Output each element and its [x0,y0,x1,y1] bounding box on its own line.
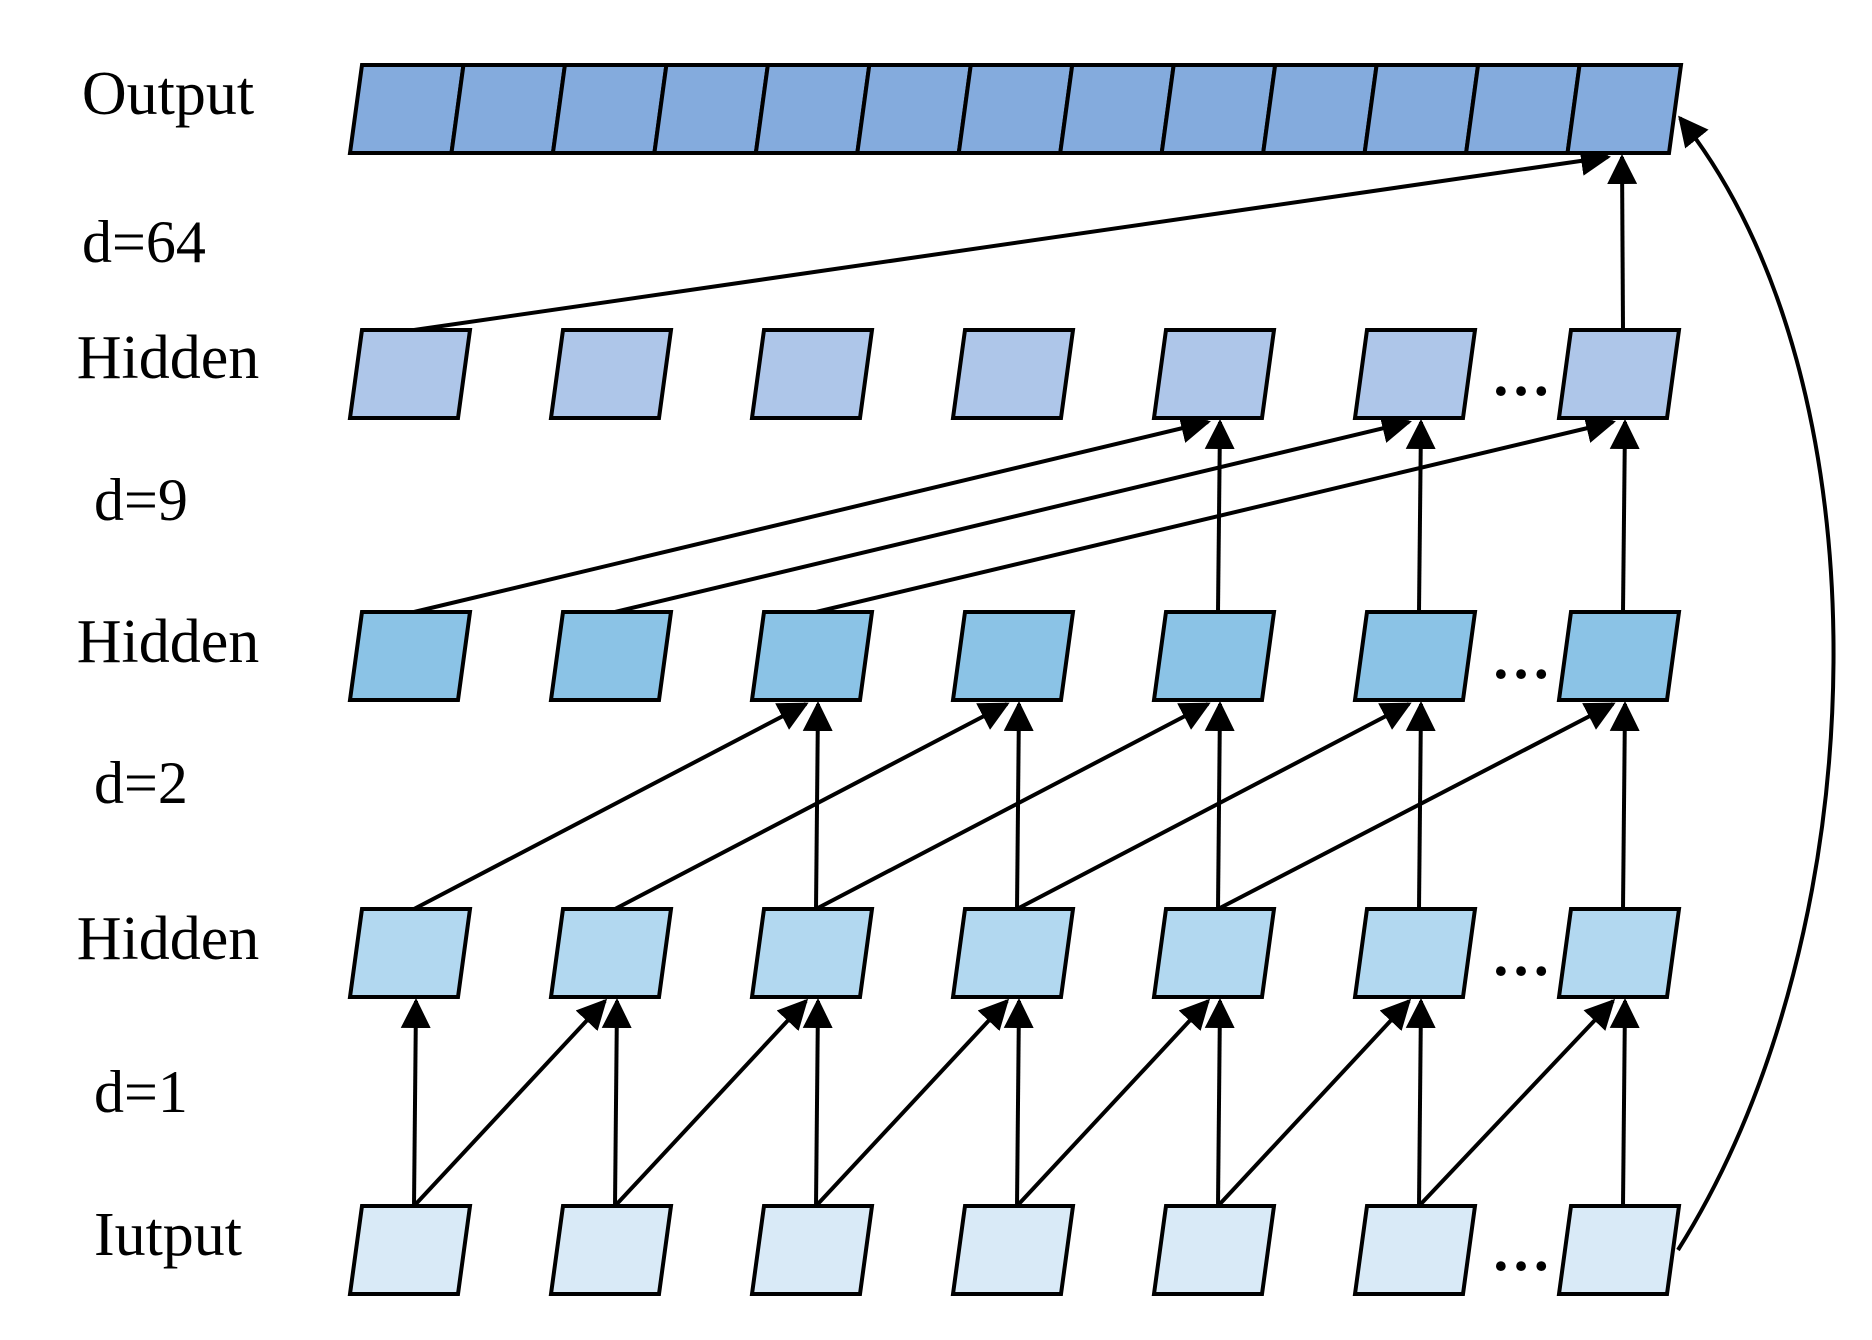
output-cell [1057,63,1176,155]
input-cell [1151,1204,1277,1296]
input-cell [749,1204,875,1296]
row-label-hidden-3: Hidden [77,324,260,392]
dilation-labels: d=64 d=9 d=2 d=1 [82,209,206,1125]
hidden3-cell [548,328,674,420]
arrow-d1-vertical [1003,998,1034,1207]
input-cell [1556,1204,1682,1296]
ellipsis-input: … [1491,1217,1551,1283]
row-label-hidden-2: Hidden [77,608,260,676]
arrow-d1-vertical [1204,998,1235,1207]
arrow-d1-diagonal [412,998,608,1208]
dilation-label-64: d=64 [82,209,206,275]
dilation-label-2: d=2 [94,750,188,816]
output-cell [449,63,568,155]
arrow-d1-vertical [601,998,632,1207]
arrow-d1-vertical [802,998,833,1207]
output-cell [550,63,669,155]
hidden2-cell [347,610,473,702]
arrow-d9-vertical [1405,419,1436,613]
dilation-label-9: d=9 [94,467,188,533]
arrow-d2-vertical [1405,701,1436,910]
arrow-d9-diagonal [815,413,1616,614]
residual-skip-arrow [1676,115,1836,1252]
output-cell [1159,63,1278,155]
hidden1-cell [1151,907,1277,999]
input-cell [950,1204,1076,1296]
arrow-d1-vertical [400,998,431,1207]
hidden2-cell [1556,610,1682,702]
hidden2-cell [950,610,1076,702]
output-cell [1362,63,1481,155]
hidden2-cell [749,610,875,702]
arrow-d2-vertical [1609,701,1640,910]
ellipsis-hidden-2: … [1491,625,1551,691]
hidden1-cell [1556,907,1682,999]
row-label-hidden-1: Hidden [77,905,260,973]
connection-arrows [400,115,1836,1252]
hidden3-cell [1556,328,1682,420]
arrow-d2-vertical [1003,701,1034,910]
arrow-d1-vertical [1609,998,1640,1207]
dilation-label-1: d=1 [94,1059,188,1125]
hidden3-cell [1151,328,1277,420]
arrow-d1-diagonal [613,998,809,1208]
cell-blocks [347,63,1684,1296]
arrow-d1-vertical [1405,998,1436,1207]
input-cell [548,1204,674,1296]
arrow-d64-diagonal [413,146,1611,332]
arrow-d9-diagonal [413,413,1211,614]
hidden1-cell [1352,907,1478,999]
arrow-d1-diagonal [1417,998,1616,1208]
hidden3-cell [347,328,473,420]
arrow-d1-diagonal [1216,998,1412,1208]
hidden1-cell [749,907,875,999]
input-cell [1352,1204,1478,1296]
ellipsis-hidden-1: … [1491,922,1551,988]
arrow-d2-diagonal [1016,702,1412,911]
arrow-d2-diagonal [1217,702,1616,911]
hidden2-cell [548,610,674,702]
ellipsis-markers: … … … … [1491,342,1551,1283]
output-cell [855,63,974,155]
hidden2-cell [1151,610,1277,702]
input-cell [347,1204,473,1296]
output-cell [1463,63,1582,155]
row-label-input: Iutput [94,1201,242,1269]
output-cell [1565,63,1684,155]
arrow-d2-vertical [1204,701,1235,910]
hidden3-cell [749,328,875,420]
arrow-d2-diagonal [614,702,1010,911]
hidden1-cell [548,907,674,999]
arrow-d64-vertical [1607,154,1638,331]
row-labels: Output Hidden Hidden Hidden Iutput [77,60,260,1269]
arrow-d1-diagonal [814,998,1010,1208]
output-cell [956,63,1075,155]
arrow-d2-diagonal [815,702,1211,911]
output-cell [652,63,771,155]
arrow-d2-vertical [802,701,833,910]
arrow-d2-diagonal [413,702,809,911]
hidden3-cell [1352,328,1478,420]
hidden1-cell [347,907,473,999]
ellipsis-hidden-3: … [1491,342,1551,408]
output-cell [347,63,466,155]
row-label-output: Output [82,60,254,128]
output-cell [753,63,872,155]
output-cell [1260,63,1379,155]
hidden2-cell [1352,610,1478,702]
arrow-d1-diagonal [1015,998,1211,1208]
arrow-d9-diagonal [614,413,1412,614]
arrow-d9-vertical [1609,419,1640,613]
hidden1-cell [950,907,1076,999]
hidden3-cell [950,328,1076,420]
